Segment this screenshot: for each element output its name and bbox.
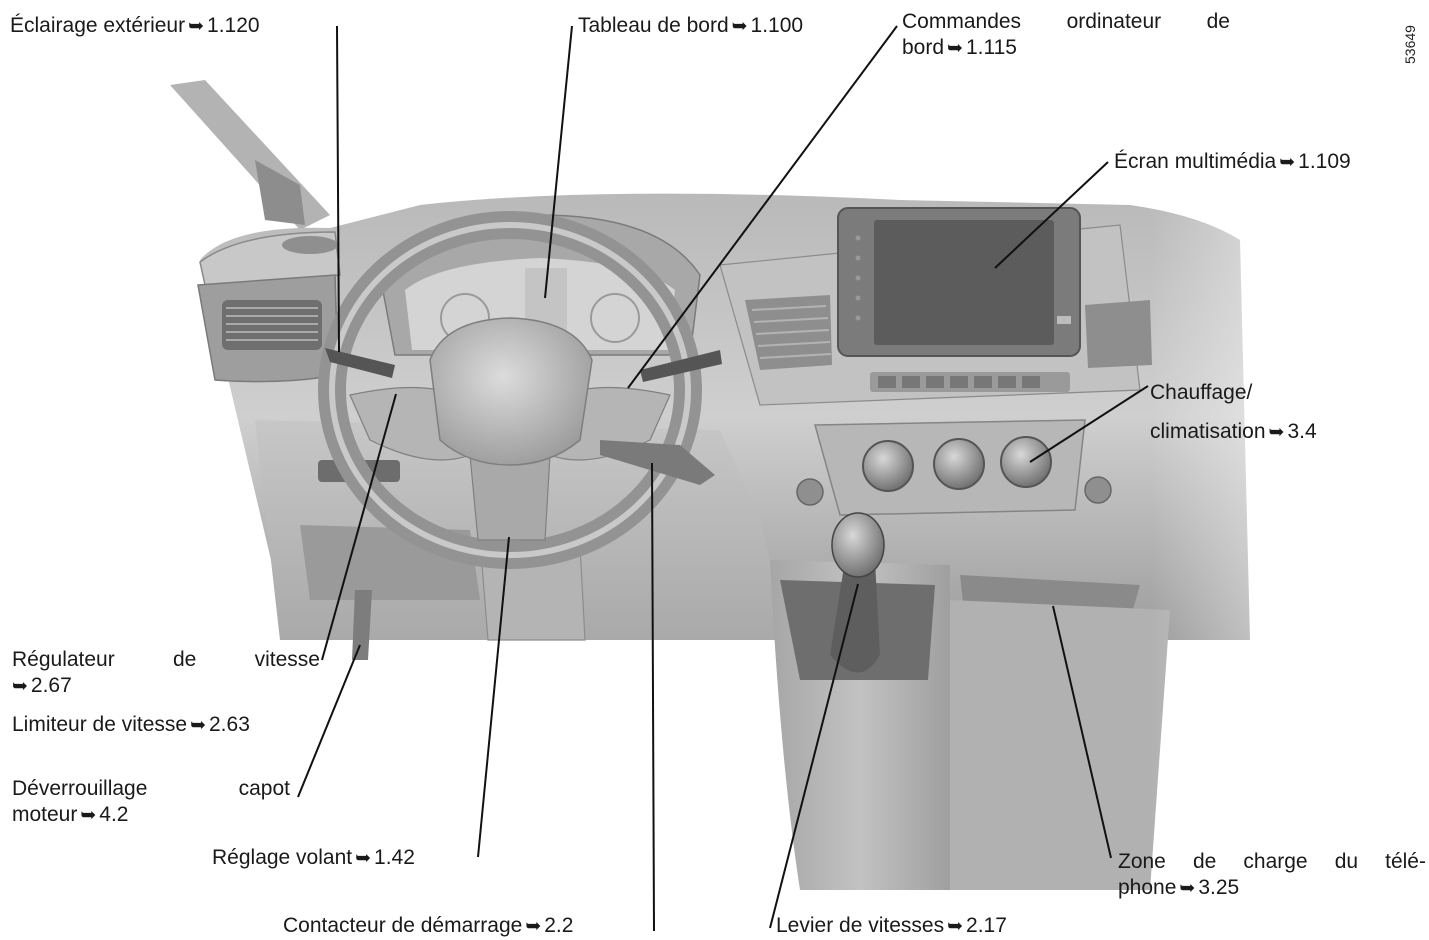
callout-line: bord➥1.115 [902, 36, 1017, 59]
arrow-icon: ➥ [947, 38, 963, 59]
arrow-icon: ➥ [190, 715, 206, 736]
arrow-icon: ➥ [80, 805, 97, 826]
arrow-icon: ➥ [12, 676, 28, 697]
callout-contacteur-de-demarrage: Contacteur de démarrage➥2.2 [283, 914, 574, 937]
arrow-icon: ➥ [1279, 152, 1296, 173]
callout-chauffage-climatisation: Chauffage/ climatisation➥3.4 [1150, 381, 1317, 443]
callout-reglage-volant: Réglage volant➥1.42 [212, 846, 415, 869]
callout-levier-de-vitesses: Levier de vitesses➥2.17 [776, 914, 1007, 937]
arrow-icon: ➥ [355, 848, 372, 869]
arrow-icon: ➥ [188, 16, 205, 37]
arrow-icon: ➥ [731, 16, 748, 37]
arrow-icon: ➥ [525, 916, 542, 937]
callout-limiteur-de-vitesse: Limiteur de vitesse➥2.63 [12, 713, 250, 736]
arrow-icon: ➥ [947, 916, 964, 937]
callout-tableau-de-bord: Tableau de bord➥1.100 [578, 14, 804, 37]
reference-number: 53649 [1402, 25, 1418, 64]
callout-eclairage-exterieur: Éclairage extérieur➥1.120 [10, 14, 260, 37]
leader-lines [297, 25, 1149, 932]
callout-ecran-multimedia: Écran multimédia➥1.109 [1114, 150, 1351, 173]
arrow-icon: ➥ [1268, 422, 1285, 443]
arrow-icon: ➥ [1179, 878, 1196, 899]
